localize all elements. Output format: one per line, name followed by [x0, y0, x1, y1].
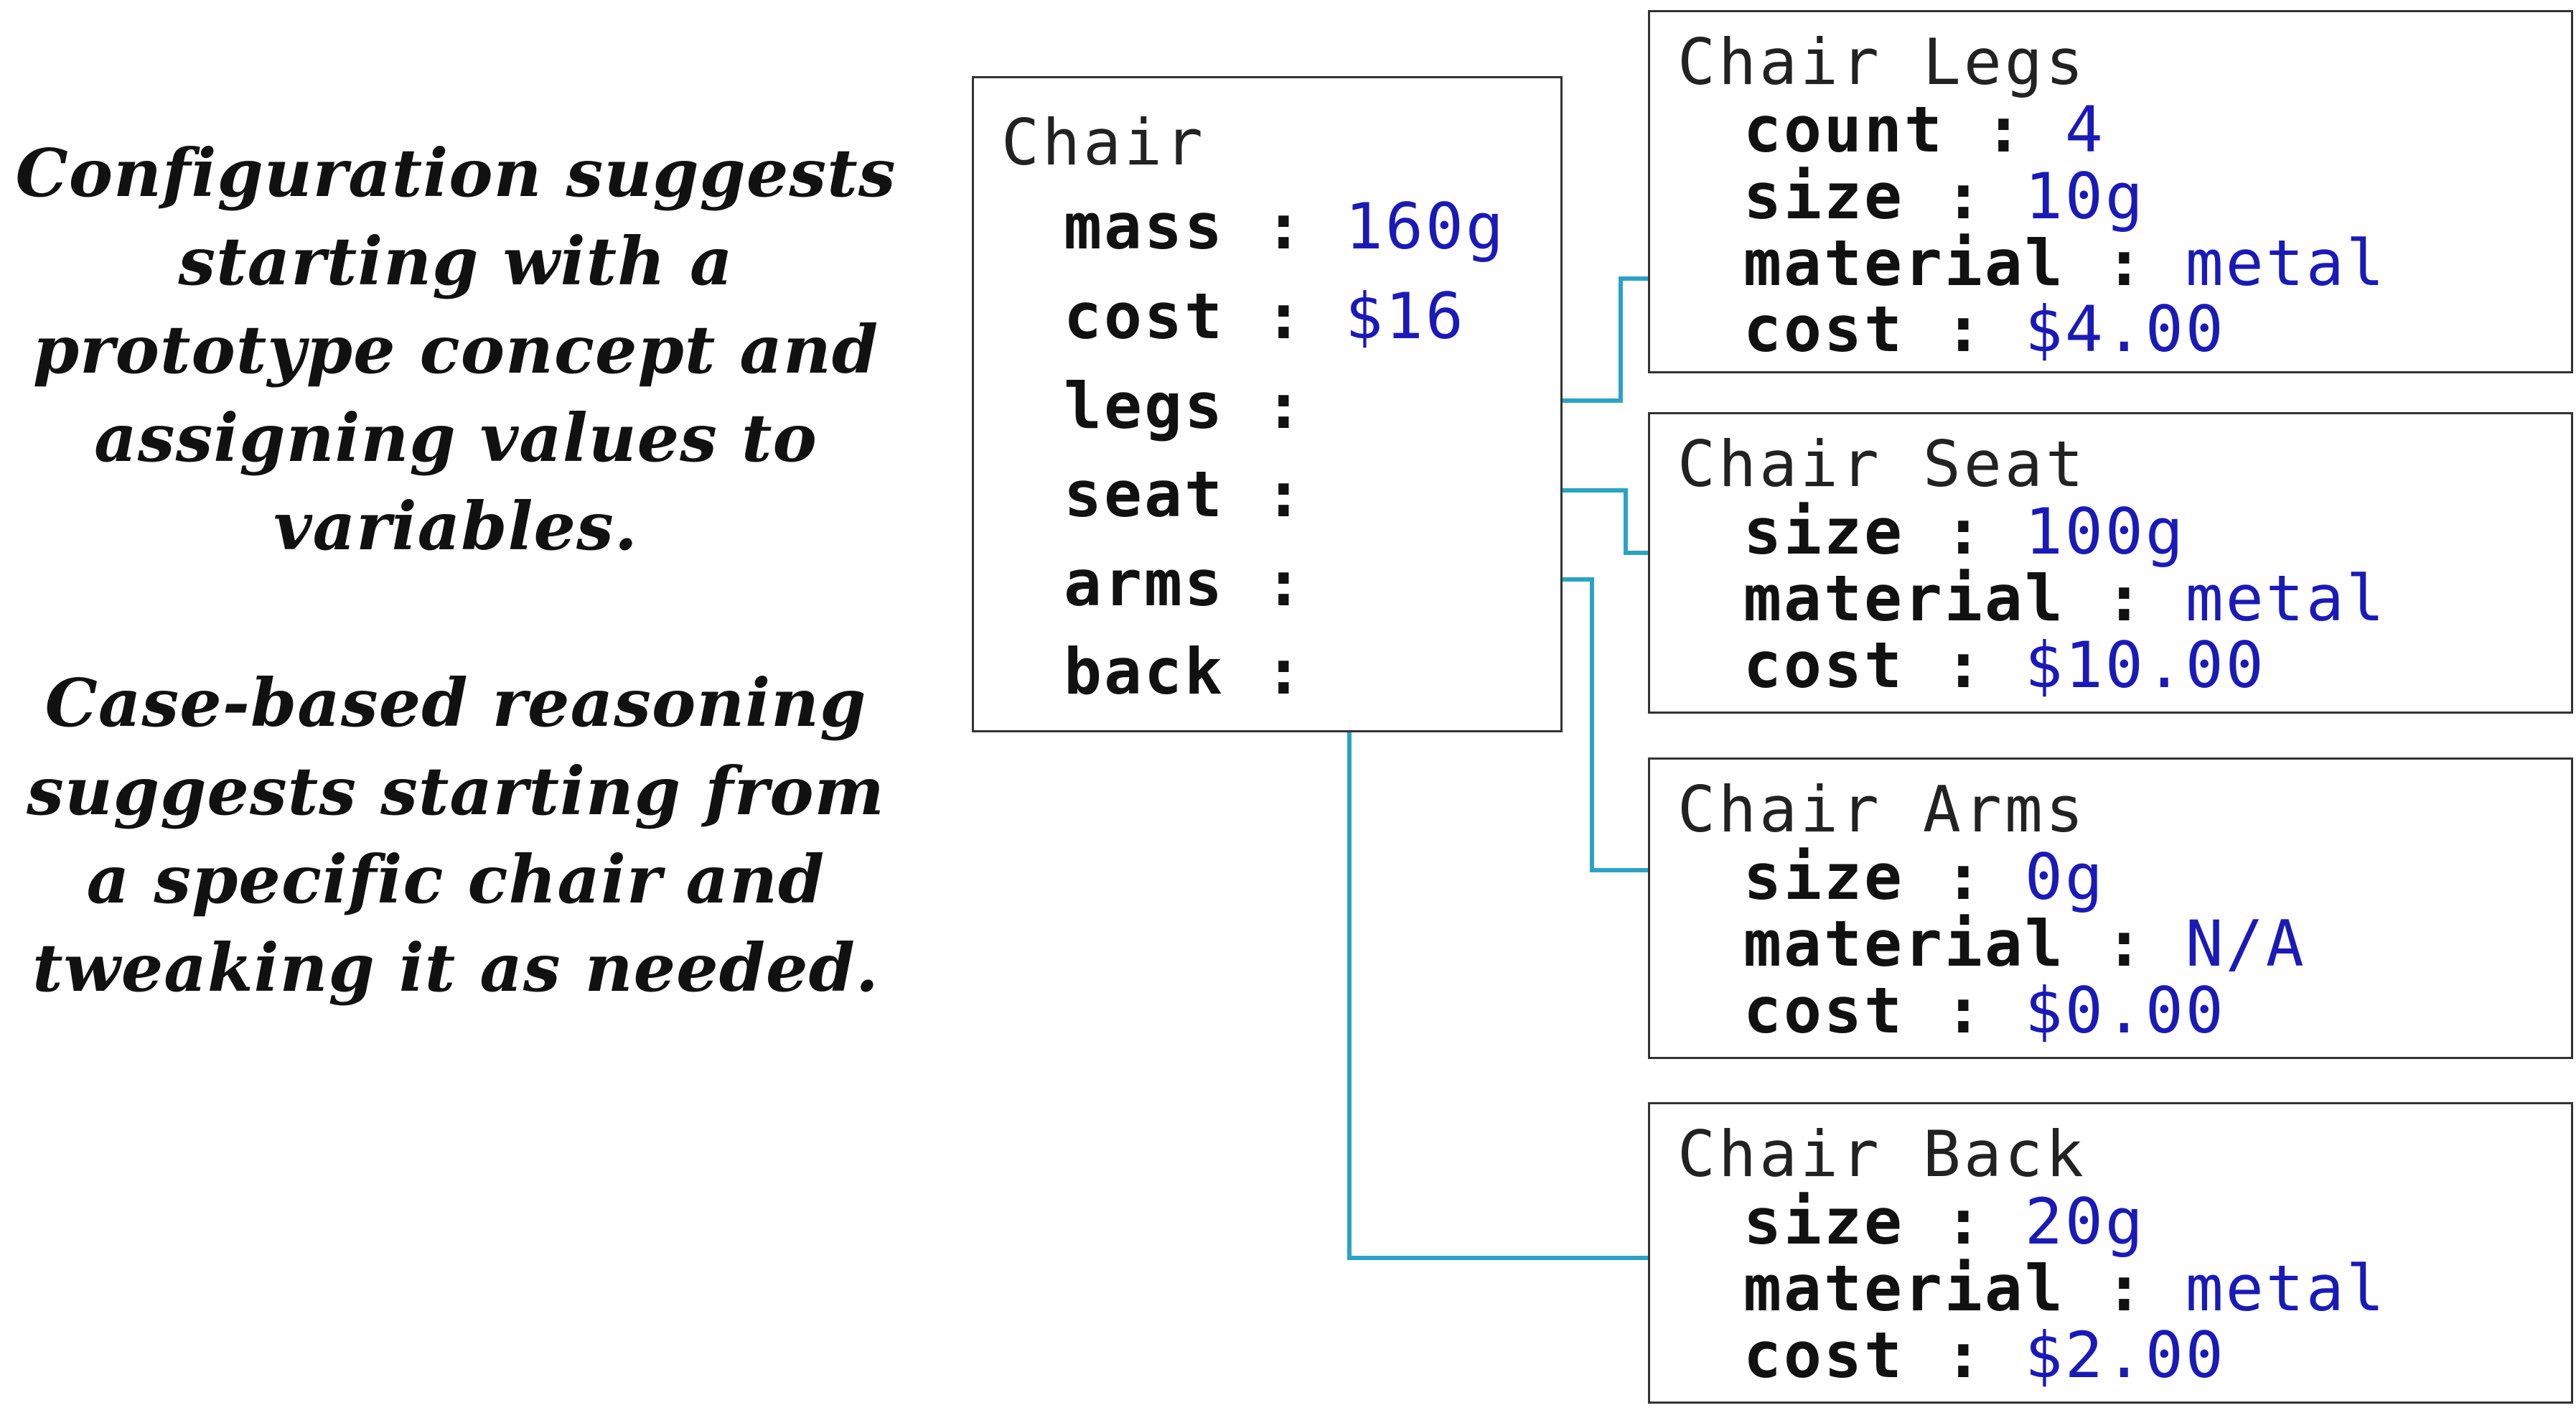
configuration-note-line: assigning values to	[94, 399, 818, 477]
slot-key: cost	[1743, 292, 1904, 366]
chair-frame-title: Chair	[1001, 106, 1206, 179]
chair-legs-frame: Chair Legs count : 4 size : 10g material…	[1648, 10, 2573, 373]
configuration-note: Configuration suggests starting with a p…	[14, 129, 897, 571]
slot-value: 0g	[2024, 840, 2105, 914]
arms-slot-size: size : 0g	[1743, 840, 2105, 914]
slot-key: back	[1064, 635, 1224, 709]
slot-key: arms	[1064, 546, 1224, 620]
configuration-note-line: variables.	[273, 488, 638, 565]
legs-slot-cost: cost : $4.00	[1743, 292, 2226, 366]
seat-slot-material: material : metal	[1743, 561, 2387, 635]
chair-seat-frame: Chair Seat size : 100g material : metal …	[1648, 412, 2573, 714]
slot-value: metal	[2185, 1251, 2387, 1325]
chair-slot-arms: arms :	[1064, 546, 1305, 620]
back-link	[1347, 669, 1648, 1260]
back-slot-cost: cost : $2.00	[1743, 1318, 2226, 1392]
case-based-note-line: a specific chair and	[86, 841, 825, 918]
configuration-note-line: starting with a	[178, 223, 734, 300]
back-slot-material: material : metal	[1743, 1251, 2387, 1325]
slot-key: mass	[1064, 190, 1224, 264]
slot-key: material	[1743, 226, 2065, 300]
chair-arms-frame: Chair Arms size : 0g material : N/A cost…	[1648, 757, 2573, 1059]
back-slot-size: size : 20g	[1743, 1185, 2145, 1259]
slot-key: material	[1743, 907, 2065, 981]
slot-key: count	[1743, 93, 1944, 167]
slot-value: 100g	[2024, 495, 2186, 569]
chair-slot-legs: legs :	[1064, 369, 1305, 443]
slot-key: legs	[1064, 369, 1224, 443]
seat-slot-cost: cost : $10.00	[1743, 628, 2266, 702]
slot-value: metal	[2185, 226, 2387, 300]
case-based-note-line: Case-based reasoning	[45, 664, 867, 742]
slot-key: size	[1743, 1185, 1904, 1259]
slot-key: size	[1743, 159, 1904, 233]
slot-value: $2.00	[2024, 1318, 2226, 1392]
case-based-note-line: tweaking it as needed.	[32, 929, 879, 1007]
arms-slot-cost: cost : $0.00	[1743, 974, 2226, 1048]
slot-key: cost	[1743, 974, 1904, 1048]
legs-slot-count: count : 4	[1743, 93, 2105, 167]
slot-key: size	[1743, 495, 1904, 569]
slot-value: $16	[1344, 279, 1466, 353]
slot-key: material	[1743, 1251, 2065, 1325]
chair-legs-frame-title: Chair Legs	[1677, 25, 2086, 99]
legs-slot-size: size : 10g	[1743, 159, 2145, 233]
chair-seat-frame-title: Chair Seat	[1677, 427, 2086, 501]
chair-slot-seat: seat :	[1064, 457, 1305, 531]
chair-back-frame-title: Chair Back	[1677, 1117, 2086, 1191]
chair-slot-mass: mass : 160g	[1064, 190, 1506, 264]
slot-key: seat	[1064, 457, 1224, 531]
slot-value: 4	[2064, 93, 2105, 167]
slot-key: cost	[1064, 279, 1224, 353]
seat-slot-size: size : 100g	[1743, 495, 2186, 569]
slot-key: size	[1743, 840, 1904, 914]
slot-value: $10.00	[2024, 628, 2266, 702]
slot-value: 160g	[1344, 190, 1506, 264]
chair-slot-back: back :	[1064, 635, 1305, 709]
chair-arms-frame-title: Chair Arms	[1677, 773, 2086, 847]
configuration-note-line: Configuration suggests	[15, 134, 896, 212]
slot-value: $4.00	[2024, 292, 2226, 366]
slot-key: cost	[1743, 628, 1904, 702]
slot-key: material	[1743, 561, 2065, 635]
case-based-note: Case-based reasoning suggests starting f…	[14, 659, 897, 1012]
configuration-note-line: prototype concept and	[32, 311, 879, 388]
chair-slot-cost: cost : $16	[1064, 279, 1466, 353]
slot-key: cost	[1743, 1318, 1904, 1392]
slot-value: metal	[2185, 561, 2387, 635]
slot-value: 10g	[2024, 159, 2145, 233]
slot-value: $0.00	[2024, 974, 2226, 1048]
chair-back-frame: Chair Back size : 20g material : metal c…	[1648, 1102, 2573, 1404]
slot-value: 20g	[2024, 1185, 2145, 1259]
slot-value: N/A	[2185, 907, 2306, 981]
arms-slot-material: material : N/A	[1743, 907, 2306, 981]
chair-frame: Chair mass : 160g cost : $16 legs : seat…	[972, 76, 1563, 732]
legs-slot-material: material : metal	[1743, 226, 2387, 300]
case-based-note-line: suggests starting from	[27, 752, 885, 830]
